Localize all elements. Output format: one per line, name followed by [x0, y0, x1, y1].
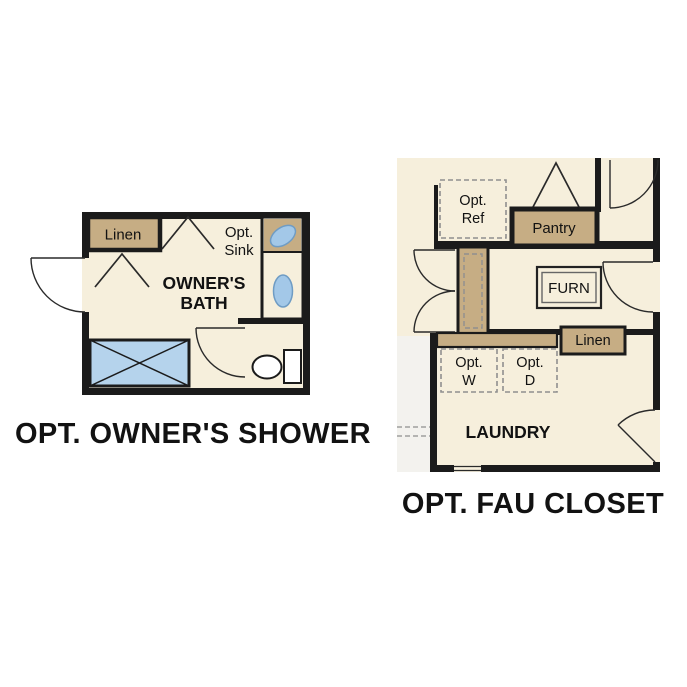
wall-segment — [595, 158, 601, 212]
door-swing-arc — [609, 159, 659, 209]
wall-segment — [430, 333, 437, 472]
pantry-label: Pantry — [532, 220, 576, 237]
opt-sink-label-line1: Opt. — [225, 224, 253, 241]
door-swing-arc — [30, 257, 86, 313]
wall-chase — [456, 245, 490, 337]
door-swing-arc — [617, 409, 656, 426]
opt-dryer-label-line1: Opt. — [516, 355, 543, 371]
opt-ref-label-line2: Ref — [462, 211, 486, 227]
bifold-door — [161, 215, 215, 250]
sink-basin — [272, 274, 294, 308]
right-plan-title: OPT. FAU CLOSET — [402, 488, 664, 520]
fau-closet-plan: Opt. Ref Pantry FURN Linen Opt. W — [397, 158, 660, 472]
optional-dryer — [502, 348, 558, 393]
bifold-door — [94, 252, 150, 288]
shower-cross-line — [89, 339, 190, 387]
linen-closet — [559, 325, 627, 356]
door-swing-arc — [413, 290, 456, 333]
wall-segment — [303, 212, 310, 395]
linen-label: Linen — [575, 333, 610, 349]
toilet-tank — [283, 349, 302, 384]
opt-sink-label-line2: Sink — [224, 242, 254, 259]
wall-segment — [653, 158, 660, 262]
wall-segment — [430, 465, 454, 472]
opt-washer-label-line2: W — [462, 373, 476, 389]
opt-washer-label-line1: Opt. — [455, 355, 482, 371]
sink-basin — [269, 224, 297, 248]
wall-segment — [82, 312, 89, 395]
wall-segment — [623, 329, 655, 335]
furnace-unit — [535, 265, 603, 310]
door-swing-arc — [413, 249, 456, 292]
furnace-inner-outline — [541, 271, 597, 304]
bath-room-label-line1: OWNER'S — [163, 273, 246, 293]
door-panel — [617, 424, 656, 463]
chase-hidden-outline — [463, 253, 483, 329]
door-swing-arc — [602, 261, 654, 313]
bath-room-label-line2: BATH — [180, 293, 227, 313]
door-swing-arc — [195, 327, 246, 378]
wall-segment — [82, 212, 89, 258]
toilet-bowl — [251, 354, 283, 380]
furnace-label: FURN — [548, 280, 590, 297]
optional-refrigerator — [439, 179, 507, 239]
wall-segment — [434, 185, 438, 243]
wall-segment — [82, 212, 310, 219]
wall-segment — [238, 318, 307, 324]
left-plan-title: OPT. OWNER'S SHOWER — [15, 418, 371, 450]
pantry-closet — [509, 206, 600, 249]
owners-shower-plan: Linen Opt. Sink OWNER'S BATH — [30, 212, 310, 395]
bifold-door — [532, 161, 580, 208]
linen-closet — [85, 214, 163, 253]
optional-washer — [440, 348, 498, 393]
opt-dryer-label-line2: D — [525, 373, 535, 389]
laundry-room-label: LAUNDRY — [466, 422, 551, 442]
opt-ref-label-line1: Opt. — [459, 193, 486, 209]
wall-segment — [653, 312, 660, 410]
wall-segment — [82, 388, 310, 395]
wall-segment — [481, 465, 660, 472]
linen-label: Linen — [105, 227, 142, 244]
exterior-area — [397, 336, 433, 472]
counter-band — [435, 331, 559, 349]
